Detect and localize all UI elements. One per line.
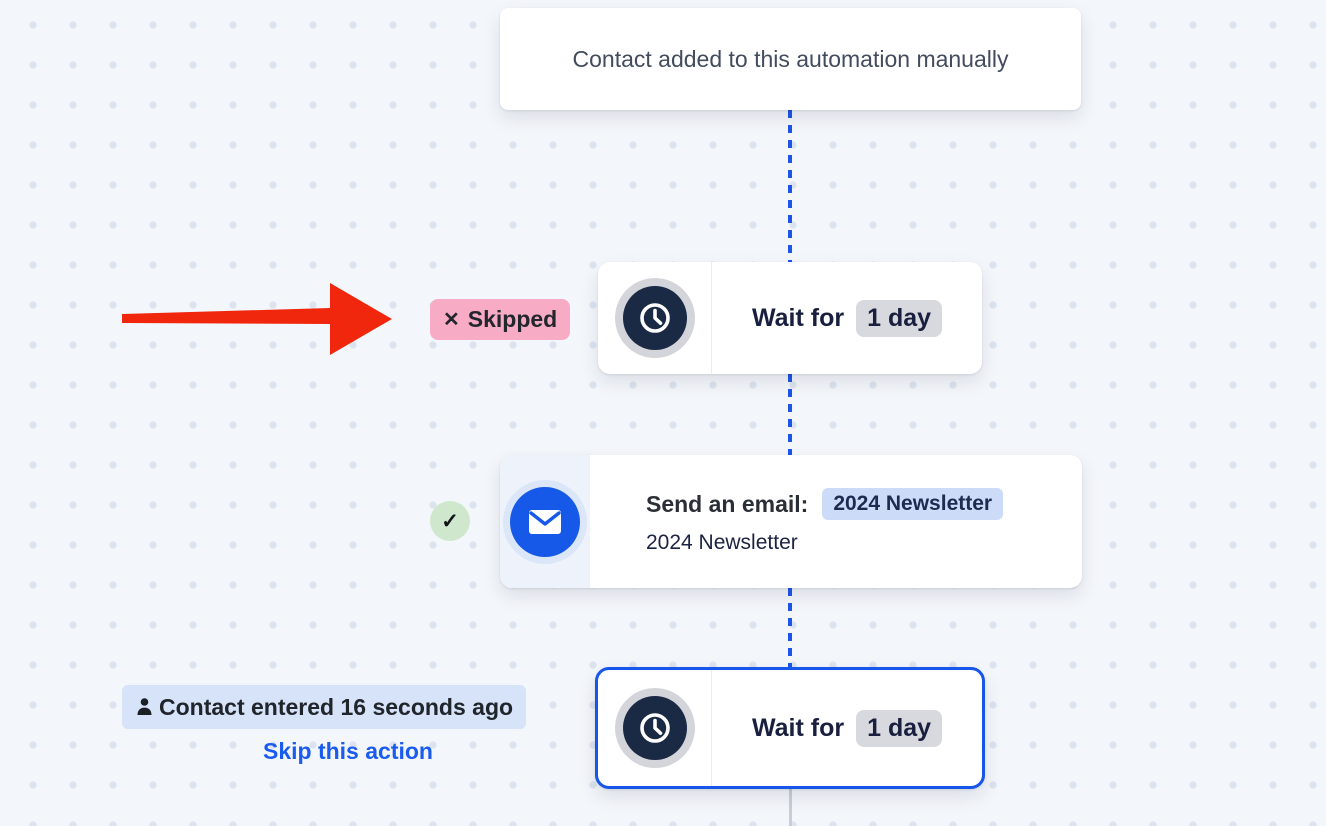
check-icon: ✓ xyxy=(441,509,459,533)
skipped-badge: ✕ Skipped xyxy=(430,299,571,340)
skipped-label: Skipped xyxy=(467,306,558,332)
contact-entered-badge: Contact entered 16 seconds ago xyxy=(122,685,527,729)
email-node-body: Send an email: 2024 Newsletter 2024 News… xyxy=(590,455,1082,588)
contact-entered-label: Contact entered 16 seconds ago xyxy=(159,693,514,720)
clock-icon-ring xyxy=(614,278,695,358)
clock-icon-ring xyxy=(614,688,695,768)
clock-icon xyxy=(622,286,687,350)
wait-node-icon-section xyxy=(598,262,712,374)
connector-dashed-middle xyxy=(788,374,792,456)
arrow-right-icon xyxy=(122,283,392,355)
connector-exit-line xyxy=(789,789,792,826)
wait-node-body: Wait for 1 day xyxy=(712,670,982,786)
skip-action-link[interactable]: Skip this action xyxy=(263,738,433,764)
wait-node[interactable]: Wait for 1 day xyxy=(598,262,982,374)
person-icon xyxy=(137,698,152,715)
wait-duration-chip[interactable]: 1 day xyxy=(856,299,943,337)
wait-duration-chip[interactable]: 1 day xyxy=(856,709,943,747)
email-title: Send an email: xyxy=(646,490,809,517)
wait-title: Wait for xyxy=(751,713,845,742)
x-icon: ✕ xyxy=(443,308,460,331)
envelope-icon xyxy=(510,486,580,557)
send-email-node[interactable]: Send an email: 2024 Newsletter 2024 News… xyxy=(500,455,1082,588)
wait-title: Wait for xyxy=(751,303,845,332)
trigger-node[interactable]: Contact added to this automation manuall… xyxy=(500,8,1081,110)
trigger-label: Contact added to this automation manuall… xyxy=(572,45,1009,72)
completed-badge: ✓ xyxy=(430,501,470,541)
wait-node-body: Wait for 1 day xyxy=(712,262,982,374)
envelope-icon-halo xyxy=(503,479,587,564)
annotation-arrow xyxy=(118,278,398,362)
wait-node-icon-section xyxy=(598,670,712,786)
email-subtitle: 2024 Newsletter xyxy=(646,531,798,554)
connector-dashed-top xyxy=(788,110,792,262)
email-icon-section xyxy=(500,455,590,588)
campaign-chip[interactable]: 2024 Newsletter xyxy=(822,488,1004,520)
connector-dashed-bottom xyxy=(788,588,792,668)
wait-node-selected[interactable]: Wait for 1 day xyxy=(595,667,985,789)
clock-icon xyxy=(622,696,687,760)
